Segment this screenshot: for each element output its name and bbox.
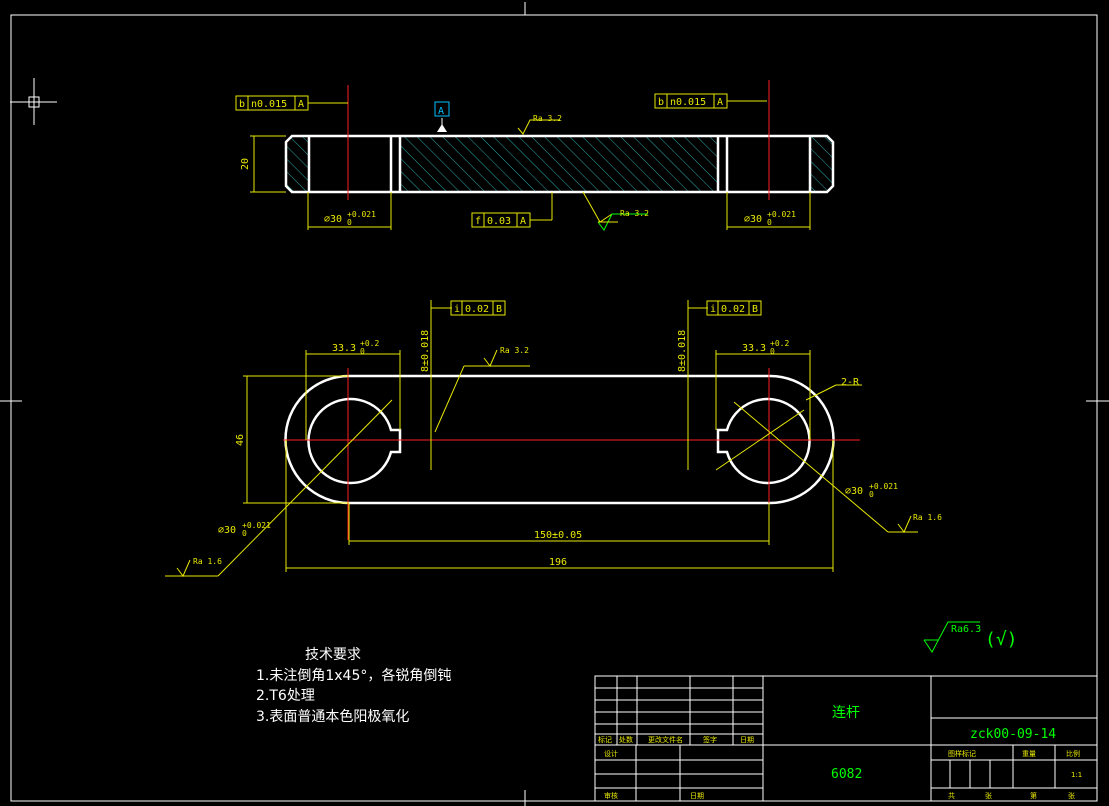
- hdr-mark: 标记: [598, 735, 612, 744]
- hdr-sheet2: 张: [1068, 791, 1075, 800]
- dia-plan-left-tol-upper: +0.021: [242, 521, 271, 530]
- hdr-count: 处数: [619, 735, 633, 744]
- width-left-label: 33.3: [332, 343, 356, 354]
- tol-b-left-value: n0.015: [251, 99, 287, 110]
- tol-f-value: 0.03: [487, 216, 511, 227]
- notes-line-2: 2.T6处理: [256, 688, 315, 704]
- dia-plan-left-tol-lower: 0: [242, 529, 247, 538]
- tol-i-left-value: 0.02: [465, 304, 489, 315]
- dia-plan-left-label: ⌀30: [218, 525, 236, 536]
- title-block: [594, 675, 1098, 802]
- width-left-tol-upper: +0.2: [360, 339, 379, 348]
- tol-b-right-value: n0.015: [670, 97, 706, 108]
- hdr-sheet: 张: [985, 791, 992, 800]
- hdr-file: 更改文件名: [648, 735, 683, 744]
- dia-plan-right-tol-lower: 0: [869, 490, 874, 499]
- hdr-stage: 图样标记: [948, 749, 976, 758]
- tol-i-right-ref: B: [752, 304, 758, 315]
- dia-right-tol-upper: +0.021: [767, 210, 796, 219]
- width-right-tol-upper: +0.2: [770, 339, 789, 348]
- tol-f-ref: A: [520, 216, 526, 227]
- width-right-tol-lower: 0: [770, 347, 775, 356]
- ra-plan-label: Ra 3.2: [500, 346, 529, 355]
- ra-top-label: Ra 3.2: [533, 114, 562, 123]
- key-right-label: 8±0.018: [677, 330, 688, 372]
- tol-frame-right: [654, 93, 728, 109]
- hdr-date2: 日期: [690, 792, 704, 800]
- datum-a-label: A: [438, 106, 444, 117]
- tol-i-right-sym: i: [710, 304, 716, 315]
- drawing-number: zck00-09-14: [970, 727, 1056, 742]
- notes-line-1: 1.未注倒角1x45°，各锐角倒钝: [256, 668, 451, 684]
- dia-right-tol-lower: 0: [767, 218, 772, 227]
- notes-line-3: 3.表面普通本色阳极氧化: [256, 708, 409, 725]
- section-view: [250, 80, 835, 231]
- hdr-ratio: 比例: [1066, 749, 1080, 758]
- general-ra-label: Ra6.3: [951, 624, 981, 635]
- dia-left-tol-lower: 0: [347, 218, 352, 227]
- tol-frame-i-left: [450, 300, 506, 316]
- tol-b-left-sym: b: [239, 99, 245, 110]
- tol-frame-f: [471, 212, 531, 228]
- general-roughness-symbol: [923, 621, 980, 653]
- ra-mid-label: Ra 3.2: [620, 209, 649, 218]
- datum-a-box: [434, 101, 450, 117]
- ra-16-left-label: Ra 1.6: [193, 557, 222, 566]
- scale-value: 1:1: [1071, 771, 1082, 779]
- width-right-label: 33.3: [742, 343, 766, 354]
- tol-i-left-ref: B: [496, 304, 502, 315]
- hdr-weight: 重量: [1022, 750, 1036, 758]
- width-left-tol-lower: 0: [360, 347, 365, 356]
- tol-frame-i-right: [706, 300, 762, 316]
- dia-left-label: ⌀30: [324, 214, 342, 225]
- tol-i-right-value: 0.02: [721, 304, 745, 315]
- two-r-label: 2-R: [841, 377, 860, 388]
- tol-i-left-sym: i: [454, 304, 460, 315]
- hdr-sign: 签字: [703, 735, 717, 744]
- hdr-date: 日期: [740, 736, 754, 744]
- tol-b-left-ref: A: [298, 99, 304, 110]
- general-ra-note: (√): [985, 629, 1018, 650]
- tol-b-right-ref: A: [717, 97, 723, 108]
- overall-length-label: 196: [549, 557, 567, 568]
- tol-frame-left: [235, 95, 309, 111]
- dia-right-label: ⌀30: [744, 214, 762, 225]
- height-46-label: 46: [235, 434, 246, 446]
- hdr-design: 设计: [604, 749, 618, 758]
- part-name: 连杆: [832, 705, 860, 721]
- ra-16-right-label: Ra 1.6: [913, 513, 942, 522]
- hdr-no: 第: [1030, 791, 1037, 800]
- center-distance-label: 150±0.05: [534, 530, 582, 541]
- notes-title: 技术要求: [305, 647, 361, 663]
- hdr-total: 共: [948, 791, 955, 800]
- crosshair-cursor[interactable]: [10, 78, 57, 125]
- dia-left-tol-upper: +0.021: [347, 210, 376, 219]
- hdr-check: 审核: [604, 791, 618, 800]
- thickness-label: 20: [240, 158, 251, 170]
- tol-b-right-sym: b: [658, 97, 664, 108]
- drawing-frame: [10, 14, 1098, 802]
- dia-plan-right-tol-upper: +0.021: [869, 482, 898, 491]
- material: 6082: [831, 767, 862, 782]
- key-left-label: 8±0.018: [420, 330, 431, 372]
- tol-f-sym: f: [475, 216, 481, 227]
- dia-plan-right-label: ⌀30: [845, 486, 863, 497]
- plan-view: [165, 300, 918, 577]
